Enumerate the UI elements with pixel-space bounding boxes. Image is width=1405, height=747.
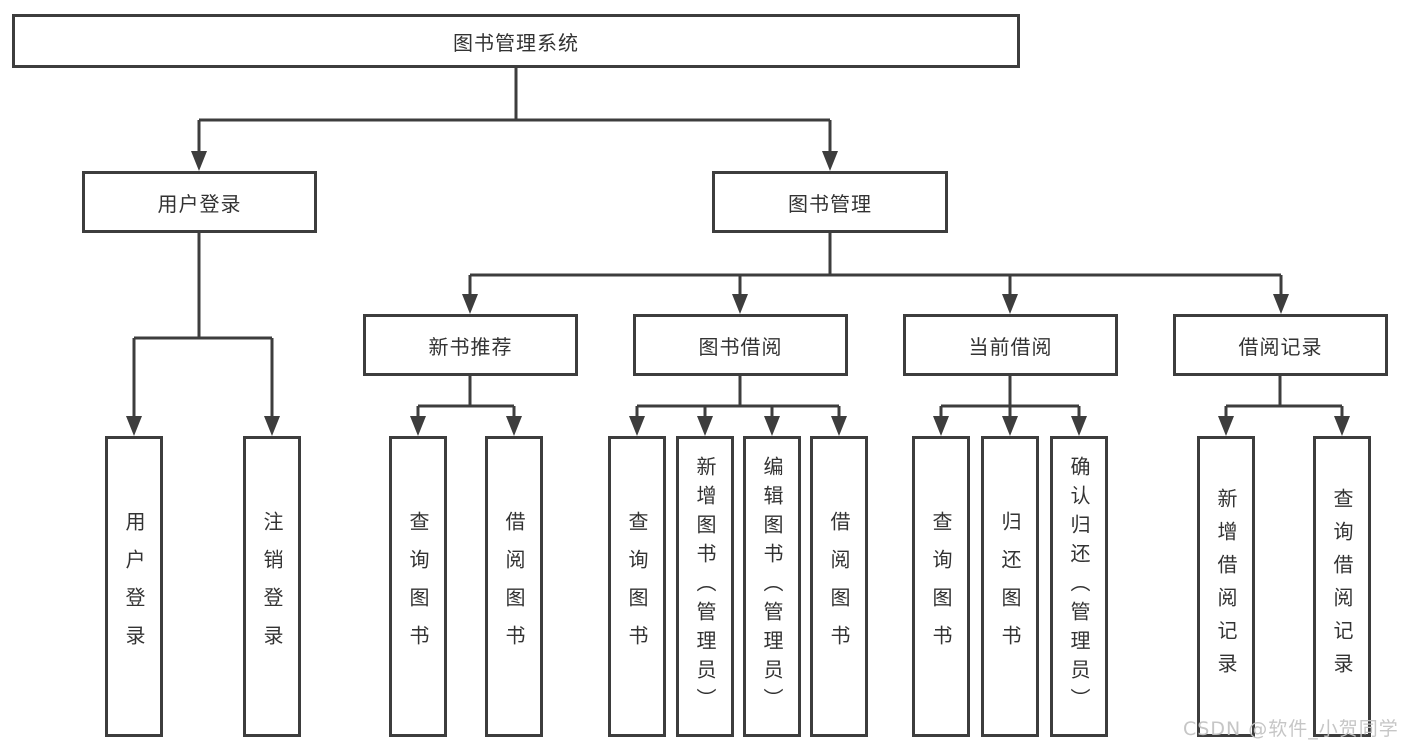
node-book-management: 图书管理 xyxy=(712,171,948,233)
leaf-return-books-label: 归还图书 xyxy=(998,510,1022,663)
leaf-edit-books-admin: 编辑图书（管理员） xyxy=(743,436,801,737)
leaf-add-books-admin-label: 新增图书（管理员） xyxy=(693,456,717,717)
leaf-query-books-3: 查询图书 xyxy=(912,436,970,737)
leaf-add-borrow-record: 新增借阅记录 xyxy=(1197,436,1255,737)
node-new-book-recommend-label: 新书推荐 xyxy=(428,334,513,359)
leaf-logout: 注销登录 xyxy=(243,436,301,737)
leaf-return-books: 归还图书 xyxy=(981,436,1039,737)
leaf-query-books-2: 查询图书 xyxy=(608,436,666,737)
csdn-watermark: CSDN @软件_小贺同学 xyxy=(1183,718,1399,740)
leaf-query-borrow-record-label: 查询借阅记录 xyxy=(1330,487,1354,686)
node-library-system: 图书管理系统 xyxy=(12,14,1020,68)
leaf-query-books-1-label: 查询图书 xyxy=(406,510,430,663)
leaf-borrow-books-1-label: 借阅图书 xyxy=(502,510,526,663)
leaf-confirm-return-admin-label: 确认归还（管理员） xyxy=(1067,456,1091,717)
node-current-borrowing-label: 当前借阅 xyxy=(968,334,1053,359)
leaf-add-books-admin: 新增图书（管理员） xyxy=(676,436,734,737)
node-user-login-label: 用户登录 xyxy=(157,191,242,216)
leaf-borrow-books-2: 借阅图书 xyxy=(810,436,868,737)
node-library-system-label: 图书管理系统 xyxy=(453,30,579,55)
leaf-logout-label: 注销登录 xyxy=(260,510,284,663)
node-book-management-label: 图书管理 xyxy=(788,191,872,216)
leaf-query-books-2-label: 查询图书 xyxy=(625,510,649,663)
leaf-confirm-return-admin: 确认归还（管理员） xyxy=(1050,436,1108,737)
leaf-user-login: 用户登录 xyxy=(105,436,163,737)
leaf-query-books-1: 查询图书 xyxy=(389,436,447,737)
leaf-borrow-books-2-label: 借阅图书 xyxy=(827,510,851,663)
leaf-user-login-label: 用户登录 xyxy=(122,510,146,663)
leaf-edit-books-admin-label: 编辑图书（管理员） xyxy=(760,456,784,717)
node-new-book-recommend: 新书推荐 xyxy=(363,314,578,376)
node-current-borrowing: 当前借阅 xyxy=(903,314,1118,376)
leaf-query-borrow-record: 查询借阅记录 xyxy=(1313,436,1371,737)
node-user-login: 用户登录 xyxy=(82,171,317,233)
node-book-borrowing-label: 图书借阅 xyxy=(698,334,783,359)
node-book-borrowing: 图书借阅 xyxy=(633,314,848,376)
node-borrowing-records-label: 借阅记录 xyxy=(1238,334,1323,359)
leaf-add-borrow-record-label: 新增借阅记录 xyxy=(1214,487,1238,686)
leaf-borrow-books-1: 借阅图书 xyxy=(485,436,543,737)
leaf-query-books-3-label: 查询图书 xyxy=(929,510,953,663)
node-borrowing-records: 借阅记录 xyxy=(1173,314,1388,376)
